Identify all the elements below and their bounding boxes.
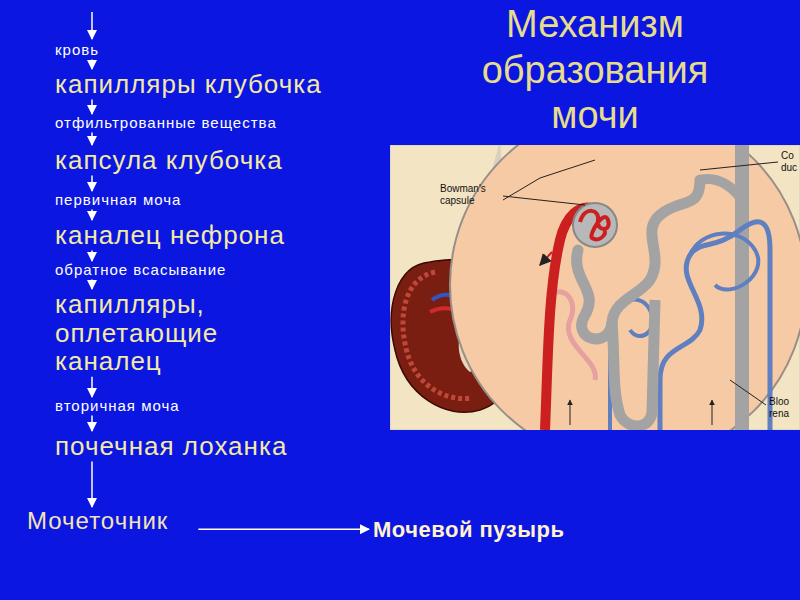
- part-label: duc: [781, 162, 797, 174]
- flow-arrow: [91, 462, 93, 507]
- flow-arrow: [91, 251, 93, 261]
- connecting-tubule: [700, 179, 742, 200]
- flow-arrow: [91, 176, 93, 191]
- magnified-view: [450, 145, 800, 430]
- flow-arrow: [91, 100, 93, 114]
- flow-step: Мочеточник: [27, 508, 168, 534]
- flow-arrow: [198, 528, 369, 530]
- part-label: Co: [781, 150, 794, 162]
- bowmans-capsule: [573, 203, 617, 247]
- flow-step-note: отфильтрованные вещества: [55, 115, 277, 132]
- flow-step: капсула клубочка: [55, 146, 283, 175]
- flow-arrow: [91, 280, 93, 290]
- incoming-arrow: [91, 12, 93, 39]
- flow-step: капилляры клубочка: [55, 70, 322, 99]
- step-text: капсула клубочка: [55, 146, 283, 175]
- flow-arrow: [570, 400, 571, 425]
- step-text: капилляры клубочка: [55, 70, 322, 99]
- flow-step: почечная лоханка: [55, 432, 287, 461]
- leader-line: [700, 162, 778, 170]
- leader-line: [503, 196, 585, 205]
- step-text: кровь: [55, 42, 99, 59]
- leader-line: [730, 380, 766, 405]
- step-text: каналец нефрона: [55, 221, 285, 250]
- capillary-net: [690, 234, 758, 290]
- flow-arrow: [91, 133, 93, 146]
- flow-arrow: [91, 377, 93, 397]
- flow-step: Мочевой пузырь: [373, 518, 564, 542]
- panel: [390, 145, 800, 430]
- flow-step: каналец нефрона: [55, 221, 285, 250]
- flow-arrow: [712, 400, 713, 425]
- step-text: почечная лоханка: [55, 432, 287, 461]
- step-text: обратное всасывание: [55, 262, 226, 279]
- flow-arrow: [91, 60, 93, 70]
- flow-step-note: кровь: [55, 42, 99, 59]
- flow-arrow: [540, 252, 552, 265]
- part-label: Bowman's capsule: [440, 183, 502, 206]
- title: Механизм образования мочи: [440, 2, 750, 139]
- step-text: капилляры, оплетающие каналец: [55, 290, 270, 376]
- flow-step: капилляры, оплетающие каналец: [55, 290, 270, 376]
- loop-of-henle: [612, 300, 655, 426]
- glomerulus: [580, 211, 609, 239]
- part-label: Bloo: [769, 396, 789, 408]
- step-text: Мочеточник: [27, 508, 168, 534]
- flow-step-note: первичная моча: [55, 192, 181, 209]
- step-text: вторичная моча: [55, 398, 180, 415]
- step-text: первичная моча: [55, 192, 181, 209]
- part-label: rena: [769, 408, 789, 420]
- leader-line: [503, 160, 595, 200]
- flow-arrow: [91, 416, 93, 432]
- step-text: отфильтрованные вещества: [55, 115, 277, 132]
- flow-arrow: [91, 210, 93, 221]
- step-text: Мочевой пузырь: [373, 518, 564, 542]
- flow-step-note: вторичная моча: [55, 398, 180, 415]
- peritubular-vein: [660, 222, 770, 430]
- flow-step-note: обратное всасывание: [55, 262, 226, 279]
